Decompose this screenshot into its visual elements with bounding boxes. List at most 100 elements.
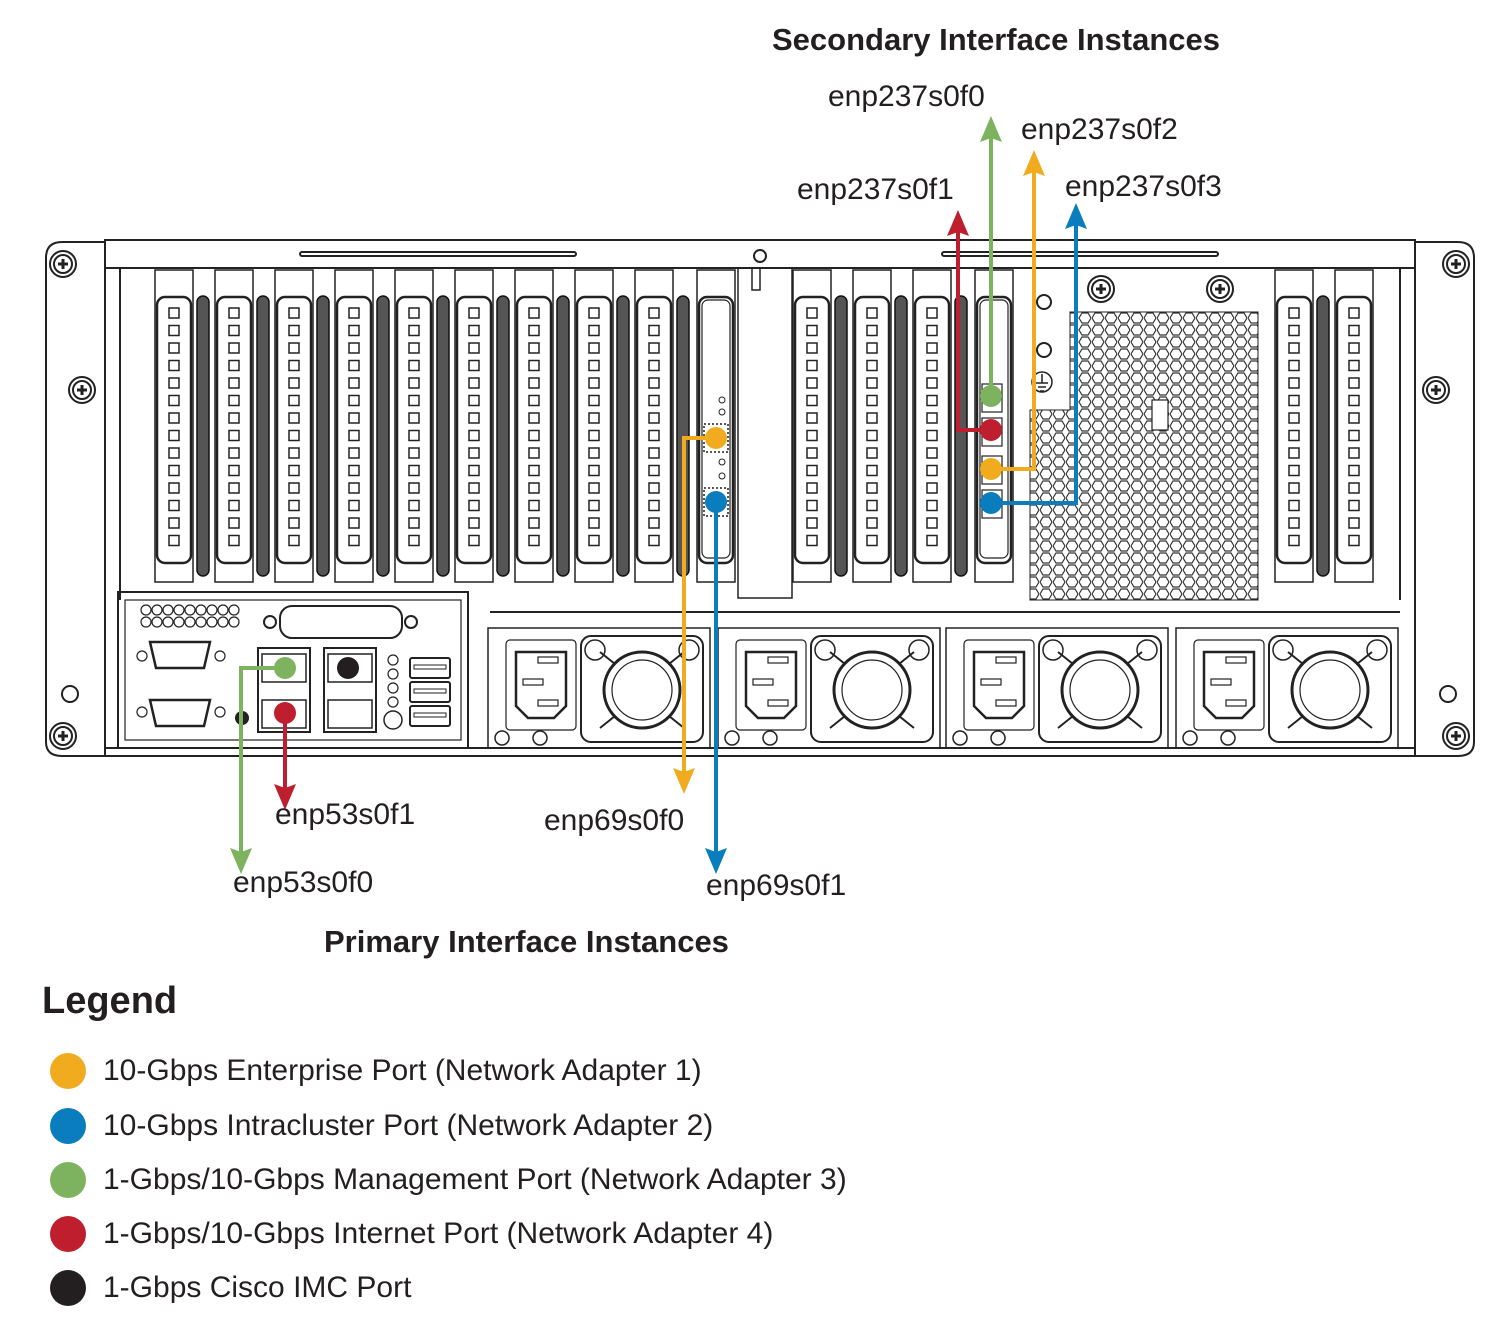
- power-inlet: [972, 650, 1026, 720]
- vent-hole: [151, 604, 163, 616]
- screw: [1136, 639, 1158, 661]
- green-dot-icon: [50, 1162, 86, 1198]
- screw-icon: [1422, 376, 1450, 404]
- vent-hole: [228, 616, 240, 628]
- center-panel: [737, 267, 793, 599]
- vent-hole: [217, 604, 229, 616]
- pcie-slot: [792, 269, 848, 583]
- led-icon: [387, 654, 399, 666]
- interface-label-enp53s0f0: enp53s0f0: [233, 866, 374, 899]
- black-dot-icon: [50, 1270, 86, 1306]
- legend-title: Legend: [42, 980, 178, 1022]
- vent-hole: [162, 616, 174, 628]
- hole: [136, 706, 148, 718]
- port-dot-enp53s0f1: [274, 702, 296, 724]
- port-dot-enp237s0f1: [980, 419, 1002, 441]
- vent-hole: [206, 604, 218, 616]
- arrowhead-icon: [947, 210, 969, 236]
- pcie-slot: [634, 269, 690, 583]
- blue-dot-icon: [50, 1108, 86, 1144]
- usb-port: [409, 705, 451, 727]
- vga-port: [148, 640, 212, 670]
- vent-hole: [184, 616, 196, 628]
- screw-icon: [1206, 275, 1234, 303]
- screw-icon: [1442, 250, 1470, 278]
- interface-label-enp69s0f1: enp69s0f1: [706, 869, 847, 902]
- pcie-slot: [214, 269, 270, 583]
- port-dot-enp69s0f0: [705, 427, 727, 449]
- arrowhead-icon: [274, 784, 296, 810]
- pcie-slot: [514, 269, 570, 583]
- usb-tongue: [413, 664, 447, 670]
- led-icon: [718, 472, 726, 480]
- secondary-interfaces-title: Secondary Interface Instances: [772, 22, 1220, 57]
- power-supply: [1175, 627, 1399, 749]
- hole: [136, 650, 148, 662]
- led-icon: [387, 682, 399, 694]
- led-icon: [387, 668, 399, 680]
- screw-icon: [49, 250, 77, 278]
- wire-enp237s0f3: [991, 225, 1078, 505]
- indicator: [753, 249, 767, 263]
- rj45-stack: [323, 647, 377, 733]
- fan-icon: [602, 650, 682, 730]
- power-supply: [717, 627, 941, 749]
- vent-hole: [217, 616, 229, 628]
- screw: [814, 639, 836, 661]
- screw-icon: [49, 722, 77, 750]
- interface-label-enp237s0f3: enp237s0f3: [1065, 170, 1222, 203]
- io-panel: [117, 591, 469, 749]
- legend-label: 10-Gbps Enterprise Port (Network Adapter…: [103, 1054, 702, 1087]
- pcie-slot: [1334, 269, 1374, 583]
- arrowhead-icon: [980, 116, 1002, 142]
- power-inlet: [1202, 650, 1256, 720]
- power-supply: [487, 627, 711, 749]
- screw: [1366, 639, 1388, 661]
- screw-icon: [1087, 275, 1115, 303]
- latch: [532, 730, 548, 746]
- fan-cage: [1268, 635, 1392, 743]
- legend-label: 1-Gbps/10-Gbps Internet Port (Network Ad…: [103, 1217, 774, 1250]
- vent-hole: [151, 616, 163, 628]
- hole: [1036, 342, 1052, 358]
- usb-tongue: [413, 712, 447, 718]
- screw: [584, 639, 606, 661]
- latch: [990, 730, 1006, 746]
- id-button: [383, 710, 403, 730]
- fan-icon: [1060, 650, 1140, 730]
- io-frame: [117, 591, 469, 749]
- rail-slot: [299, 251, 577, 257]
- hole: [494, 730, 510, 746]
- legend-item-enterprise: 10-Gbps Enterprise Port (Network Adapter…: [50, 1051, 702, 1091]
- orange-dot-icon: [50, 1053, 86, 1089]
- arrowhead-icon: [673, 768, 695, 794]
- led-icon: [387, 696, 399, 708]
- screw-icon: [68, 376, 96, 404]
- pcie-slot: [274, 269, 330, 583]
- screw: [404, 615, 418, 629]
- legend-item-internet: 1-Gbps/10-Gbps Internet Port (Network Ad…: [50, 1214, 773, 1254]
- vent-hole: [140, 604, 152, 616]
- rail-slot: [941, 251, 1219, 257]
- wire-enp237s0f2: [991, 172, 1036, 471]
- interface-label-enp69s0f0: enp69s0f0: [544, 804, 685, 837]
- screw: [908, 639, 930, 661]
- pcie-slot: [1274, 269, 1330, 583]
- usb-port: [409, 657, 451, 679]
- interface-label-enp237s0f2: enp237s0f2: [1021, 113, 1178, 146]
- latch: [762, 730, 778, 746]
- fan-icon: [832, 650, 912, 730]
- red-dot-icon: [50, 1216, 86, 1252]
- hole: [1182, 730, 1198, 746]
- screw: [1272, 639, 1294, 661]
- power-inlet: [514, 650, 568, 720]
- pcie-slot: [454, 269, 510, 583]
- arrowhead-icon: [705, 848, 727, 874]
- usb-port: [409, 681, 451, 703]
- legend-item-cimc: 1-Gbps Cisco IMC Port: [50, 1268, 411, 1308]
- port-dot-enp237s0f0: [980, 385, 1002, 407]
- vent-hole: [173, 604, 185, 616]
- vent-hole: [228, 604, 240, 616]
- pcie-slot: [394, 269, 450, 583]
